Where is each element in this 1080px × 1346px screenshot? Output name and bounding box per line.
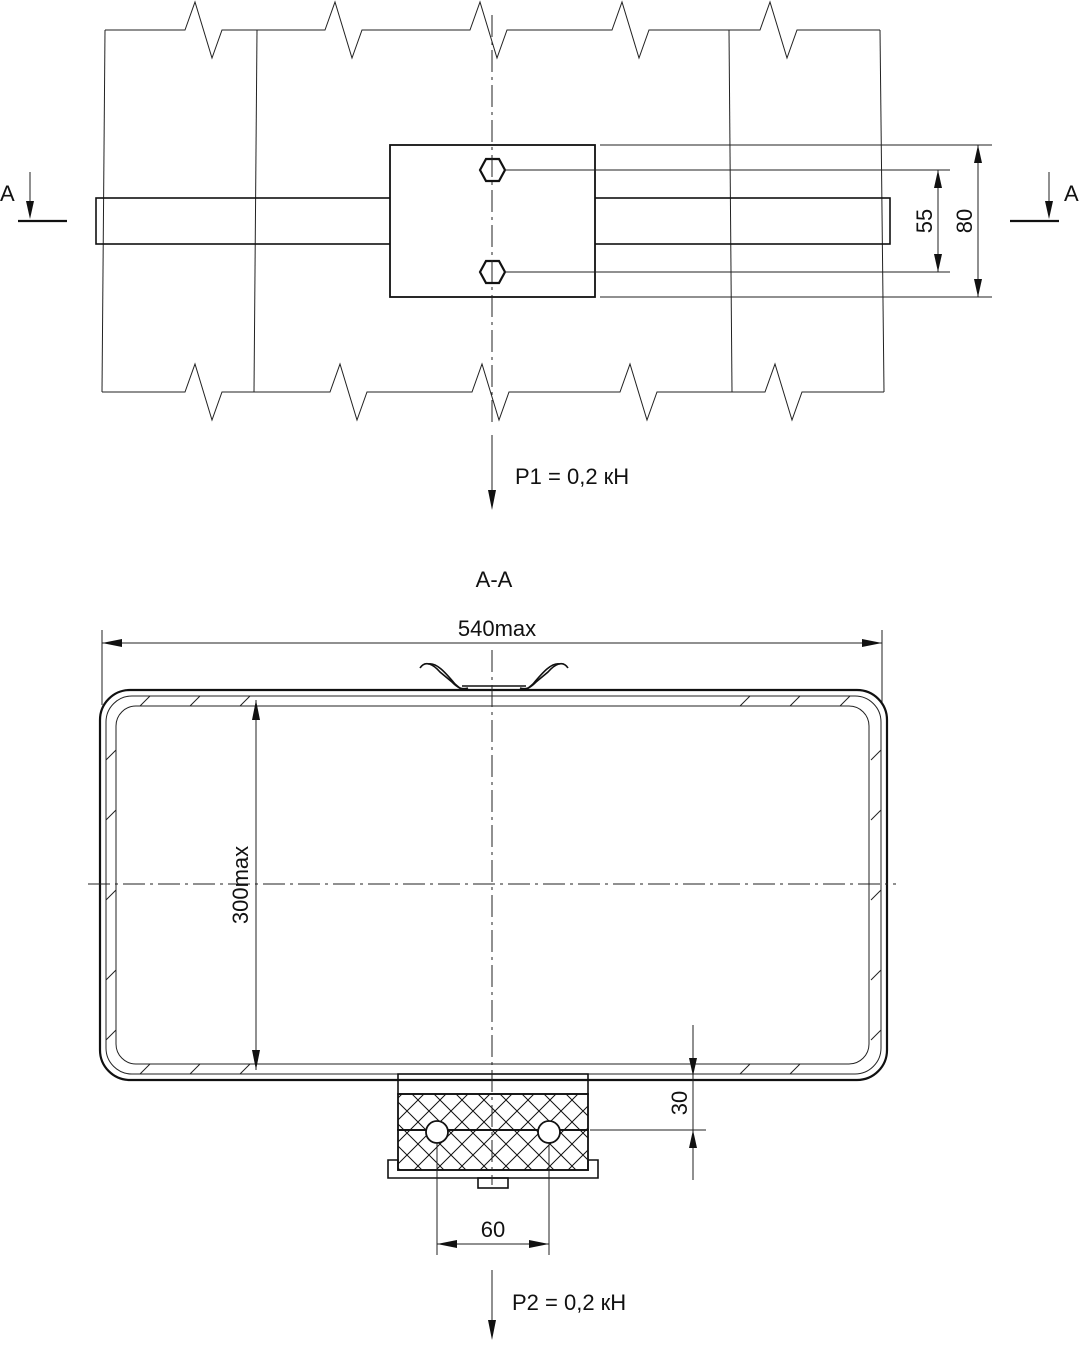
panel-shell-inner-edge — [105, 695, 882, 1075]
clamp-hole-right-icon — [537, 1120, 561, 1144]
panel-outer-shell — [98, 688, 889, 1082]
dim-80-label: 80 — [952, 209, 977, 233]
section-letter-right: A — [1064, 181, 1079, 206]
panel-outline — [101, 0, 885, 422]
dim-300max: 300max — [228, 700, 260, 1070]
section-letter-left: A — [0, 181, 15, 206]
dim-30: 30 — [590, 1025, 706, 1180]
shell-hatching — [105, 695, 882, 1075]
dim-540max-label: 540max — [458, 616, 536, 641]
clamp-hole-left-icon — [425, 1120, 449, 1144]
strap-clip-top — [419, 662, 569, 691]
clamp-block — [387, 1073, 599, 1189]
dim-55: 55 — [505, 169, 950, 273]
load-arrow-p1: P1 = 0,2 кН — [488, 435, 629, 510]
dim-60: 60 — [436, 1143, 550, 1255]
section-view: A-A 540max — [88, 567, 896, 1340]
dim-60-label: 60 — [481, 1217, 505, 1242]
dim-540max: 540max — [101, 616, 883, 705]
dim-80: 80 — [600, 144, 992, 298]
section-title: A-A — [476, 567, 513, 592]
load-arrow-p2: P2 = 0,2 кН — [488, 1270, 626, 1340]
dim-30-label: 30 — [667, 1091, 692, 1115]
section-marker-left: A — [0, 172, 67, 223]
section-marker-right: A — [1010, 172, 1079, 223]
load-label-p2: P2 = 0,2 кН — [512, 1290, 626, 1315]
dim-55-label: 55 — [912, 209, 937, 233]
plan-view: 55 80 A A P1 = 0,2 кН — [0, 0, 1079, 510]
dim-300max-label: 300max — [228, 846, 253, 924]
load-label-p1: P1 = 0,2 кН — [515, 464, 629, 489]
